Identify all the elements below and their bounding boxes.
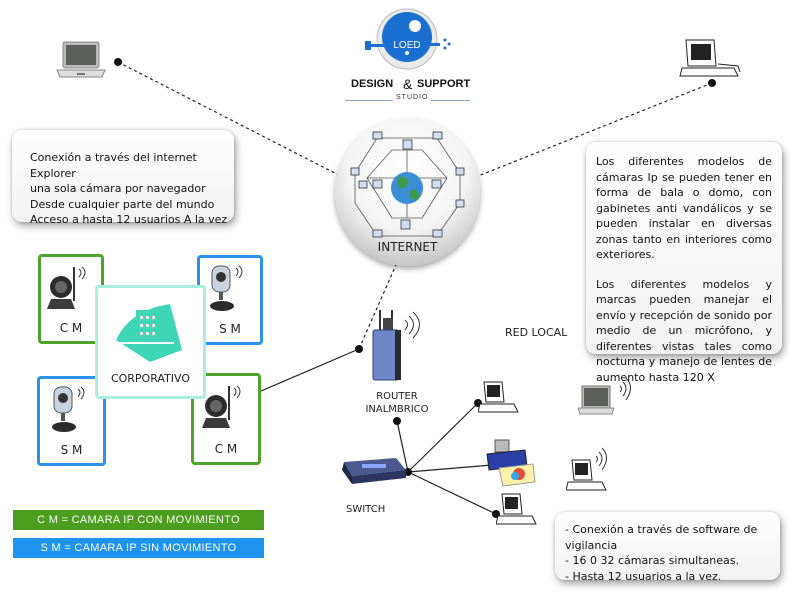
switch-icon — [338, 452, 410, 488]
internet-sphere: INTERNET — [335, 118, 480, 266]
info-line: - 16 0 32 cámaras simultaneas. — [565, 554, 739, 567]
logo-brand: LOED — [393, 40, 420, 51]
network-icon — [350, 131, 465, 238]
fixed-camera-icon — [52, 385, 96, 439]
info-box-internet-access: Conexión a través del internet Explorer … — [12, 130, 234, 226]
corporate-box[interactable]: CORPORATIVO — [95, 285, 206, 399]
camera-card-sm[interactable]: S M — [37, 376, 106, 466]
ptz-camera-icon — [47, 265, 93, 317]
camera-label: S M — [60, 443, 83, 457]
company-logo: LOED DESIGN & SUPPORT STUDIO — [335, 8, 480, 108]
legend-sm: S M = CAMARA IP SIN MOVIMIENTO — [13, 538, 264, 558]
logo-amp: & — [403, 76, 413, 92]
info-line: - Hasta 12 usuarios a la vez. — [565, 569, 722, 583]
wireless-pc-icon — [565, 446, 622, 496]
printer-icon — [485, 438, 537, 488]
legend-cm: C M = CAMARA IP CON MOVIMIENTO — [13, 510, 264, 530]
logo-right-text: SUPPORT — [417, 78, 471, 90]
info-box-software: - Conexión a través de software de vigil… — [555, 512, 780, 583]
ptz-camera-icon — [202, 384, 248, 436]
red-local-label: RED LOCAL — [505, 326, 568, 339]
corporate-label: CORPORATIVO — [110, 372, 191, 385]
desktop-pc-icon — [477, 380, 520, 420]
wireless-laptop-icon — [576, 376, 636, 420]
router-label: ROUTER INALMBRICO — [362, 390, 432, 416]
info-line: - Conexión a través de software de vigil… — [565, 523, 758, 552]
info-line: una sola cámara por navegador — [30, 182, 206, 195]
info-line: Desde cualquier parte del mundo — [30, 197, 215, 211]
camera-label: C M — [214, 442, 238, 456]
info-line: Conexión a través del internet Explorer — [30, 151, 197, 180]
camera-label: S M — [219, 322, 241, 336]
desktop-pc-icon — [495, 492, 538, 532]
info-paragraph-1: Los diferentes modelos de cámaras Ip se … — [596, 155, 772, 261]
info-paragraph-2: Los diferentes modelos y marcas pueden m… — [596, 277, 772, 384]
camera-card-cm[interactable]: C M — [38, 254, 104, 344]
link-switch-pc2 — [407, 471, 497, 515]
wireless-router-icon — [365, 308, 435, 386]
link-switch-printer — [407, 464, 493, 473]
desktop-pc-icon — [678, 38, 748, 83]
switch-label: SWITCH — [346, 504, 386, 515]
logo-sub-text: STUDIO — [393, 94, 432, 101]
fixed-camera-icon — [210, 264, 254, 318]
logo-left-text: DESIGN — [351, 78, 394, 90]
camera-label: C M — [59, 321, 83, 335]
building-icon — [110, 300, 190, 369]
info-line: Acceso a hasta 12 usuarios A la vez — [30, 213, 228, 226]
info-box-camera-models: Los diferentes modelos de cámaras Ip se … — [586, 142, 782, 384]
router-label-line1: ROUTER — [376, 391, 418, 402]
laptop-icon — [55, 40, 107, 80]
internet-label: INTERNET — [377, 240, 438, 254]
router-label-line2: INALMBRICO — [365, 404, 429, 415]
camera-card-sm[interactable]: S M — [197, 255, 263, 345]
